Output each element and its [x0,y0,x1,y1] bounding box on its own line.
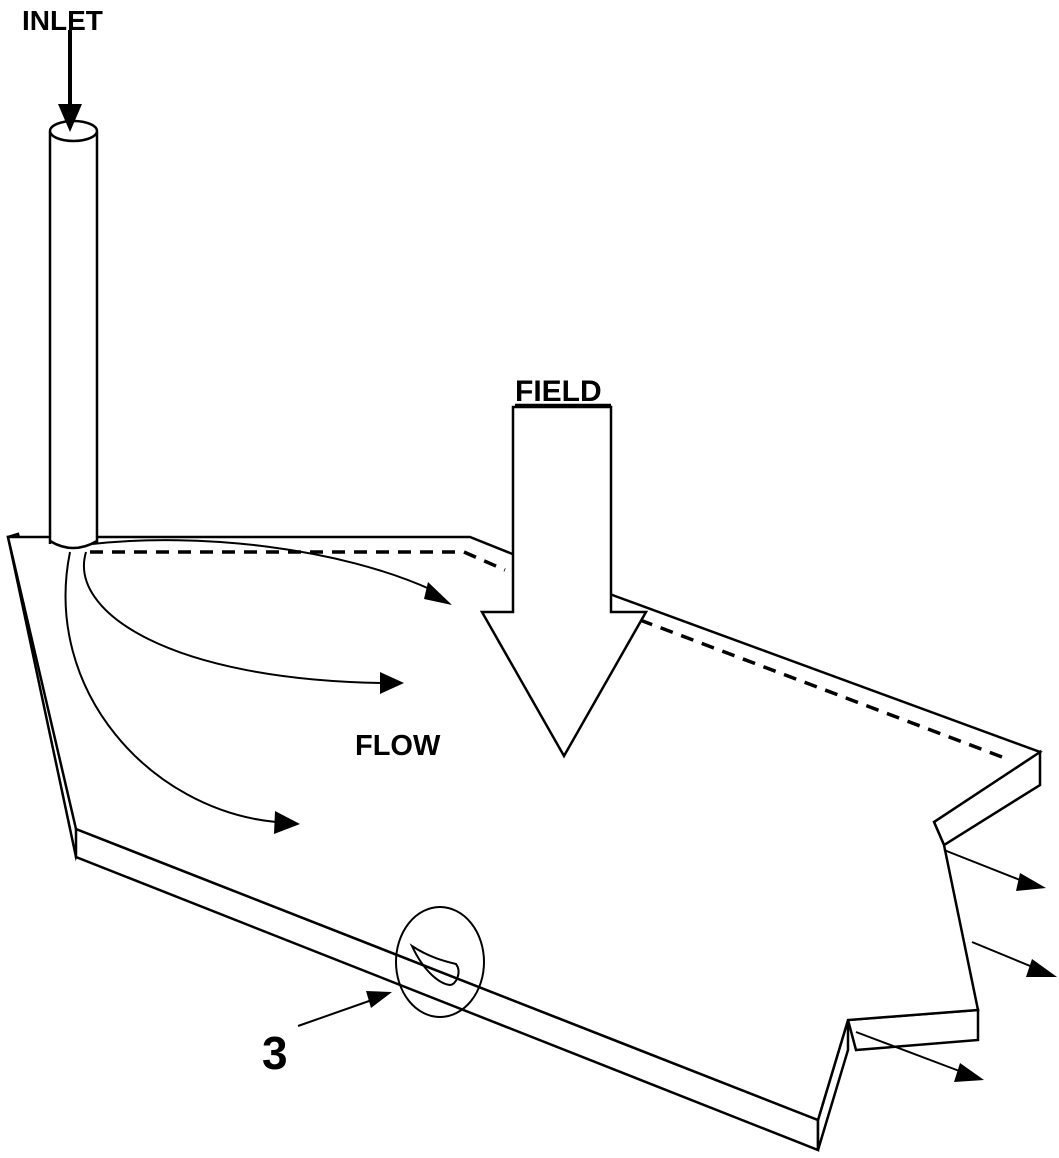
flow-arrow-middle [83,551,385,684]
field-arrow [479,405,649,759]
outlet-arrows [855,849,1057,1082]
dashed-boundary-line [90,550,506,572]
flow-arrow-upper [91,539,433,591]
feature-3-callout [297,906,485,1027]
plate-top-face [6,535,1043,1122]
field-label: FIELD [515,375,602,408]
flow-arrows [64,539,452,834]
inlet-label: INLET [22,5,103,36]
inlet-tube [48,119,99,550]
detail-slot [409,943,460,987]
inlet-arrow [58,30,82,132]
ref-numeral-3: 3 [262,1027,288,1079]
flow-arrow-lower [64,551,277,823]
flow-label: FLOW [355,730,441,762]
detail-circle [395,906,485,1018]
inlet-tube-top-opening [48,119,99,143]
ref-leader-line [297,999,373,1027]
inlet-tube-body [50,128,97,546]
